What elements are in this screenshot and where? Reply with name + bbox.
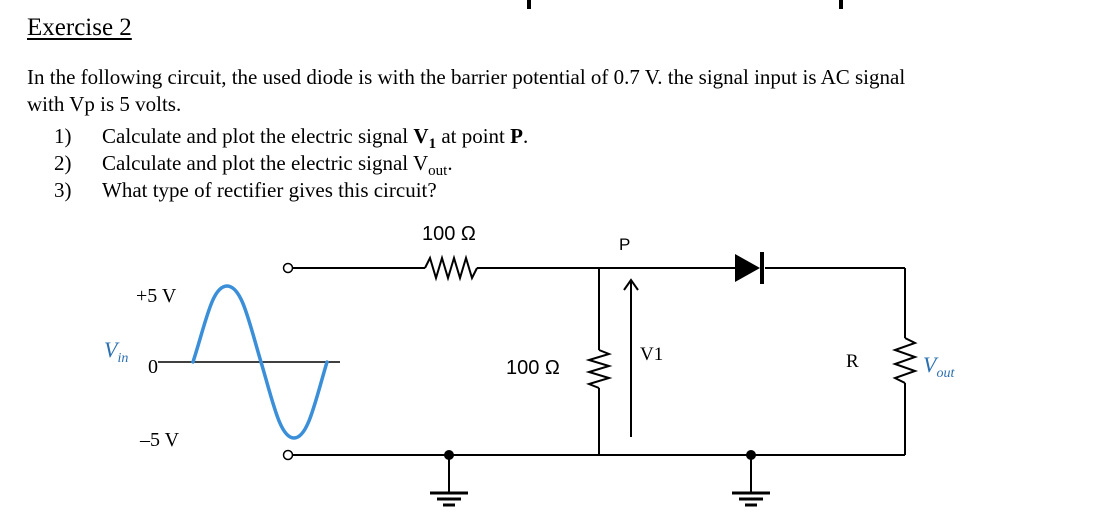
problem-statement-line2: with Vp is 5 volts. [27,92,182,116]
series-resistor-label: 100 Ω [422,223,476,245]
problem-statement: In the following circuit, the used diode… [27,64,1102,118]
question-number: 2) [54,151,72,175]
ground-symbol [732,491,770,507]
ground-symbol [430,491,468,507]
question-text: What type of rectifier gives this circui… [102,178,437,202]
series-resistor-zigzag [424,254,478,282]
diode-symbol [735,252,764,284]
zero-level-label: 0 [148,356,158,378]
question-subscript: out [428,163,448,180]
exercise-heading: Exercise 2 [27,14,132,41]
shunt-resistor-label: 100 Ω [506,357,560,379]
question-number: 1) [54,124,72,148]
problem-statement-line1: In the following circuit, the used diode… [27,65,906,89]
input-terminal-top [282,262,294,274]
input-sine-wave [191,284,329,440]
vout-label: Vout [923,352,955,381]
question-text: Calculate and plot the electric signal [102,124,414,148]
question-point: P [510,124,523,148]
question-1: 1) Calculate and plot the electric signal… [54,124,529,153]
question-2: 2) Calculate and plot the electric signal… [54,151,453,180]
plus-level-label: +5 V [136,285,177,307]
load-resistor-label: R [846,351,859,372]
v1-label: V1 [640,344,663,365]
load-resistor-zigzag [891,337,919,384]
question-3: 3) What type of rectifier gives this circ… [54,177,437,204]
junction-dot [444,450,454,460]
top-edge-mark [527,0,531,9]
v1-arrow-head [623,278,639,291]
junction-dot [746,450,756,460]
minus-level-label: –5 V [139,429,180,451]
top-edge-mark [839,0,843,9]
shunt-resistor-zigzag [585,349,613,389]
question-symbol: V1 [413,124,437,153]
vin-label: Vin [104,337,128,366]
question-text: Calculate and plot the electric signal V [102,151,429,175]
node-p-label: P [619,235,630,254]
question-number: 3) [54,178,72,202]
input-terminal-bottom [282,449,294,461]
question-text: at point [436,124,511,148]
